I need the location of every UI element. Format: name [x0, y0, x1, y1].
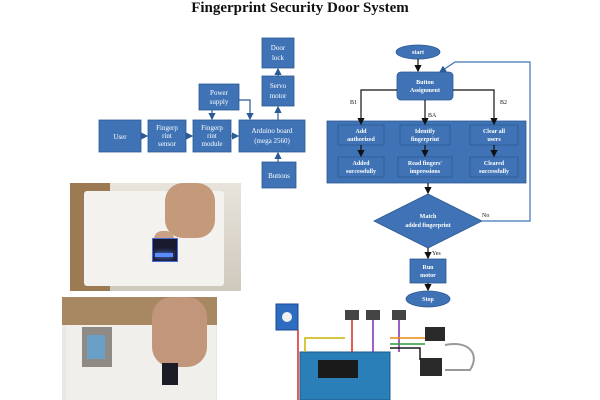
- power-label-2: supply: [210, 98, 229, 106]
- cleared-label-2: successfully: [479, 169, 509, 175]
- fingerprint-sensor-image: [420, 358, 442, 376]
- edge-power-arduino: [239, 99, 254, 121]
- buttons-label: Buttons: [268, 172, 290, 180]
- added-label-2: successfully: [346, 169, 376, 175]
- start-label: start: [412, 50, 424, 56]
- motor-node: [409, 258, 447, 284]
- b2-label: B2: [500, 100, 507, 106]
- assign-label-1: Button: [416, 80, 434, 86]
- motor-label-2: motor: [420, 273, 436, 279]
- match-label-1: Match: [420, 214, 437, 220]
- button-2: [366, 310, 380, 320]
- read-label-1: Read fingers': [408, 161, 442, 167]
- wiring-schematic: [275, 303, 475, 400]
- identify-label-2: fingerprint: [411, 137, 439, 143]
- button-3: [392, 310, 406, 320]
- edge-b1: [357, 89, 397, 126]
- sensor-label-1: Fingerp: [156, 124, 178, 132]
- edge-b2: [453, 89, 498, 126]
- b1-label: B1: [350, 100, 357, 106]
- button-1: [345, 310, 359, 320]
- added-label-1: Added: [352, 161, 370, 167]
- module-label-2: rint: [207, 132, 217, 140]
- wire-black: [390, 347, 421, 360]
- clear-label-1: Clear all: [483, 129, 505, 135]
- cleared-label-1: Cleared: [484, 161, 505, 167]
- read-label-2: impressions: [410, 169, 441, 175]
- page-title: Fingerprint Security Door System: [191, 0, 409, 16]
- prototype-photo-top: [70, 183, 241, 291]
- sensor-label-3: sensor: [158, 140, 177, 148]
- servo-label-1: Servo: [270, 82, 287, 90]
- prototype-photo-bottom: [62, 297, 217, 400]
- flowchart: start Button Assignment Add authorized I…: [326, 44, 531, 308]
- match-decision: [373, 193, 483, 249]
- sensor-box: [147, 119, 187, 153]
- stop-label: Stop: [422, 297, 434, 303]
- ba-label: BA: [428, 113, 437, 119]
- match-label-2: added fingerprint: [405, 223, 451, 229]
- door-label-1: Door: [271, 44, 286, 52]
- motor-label-1: Run: [422, 265, 434, 271]
- yes-label: Yes: [432, 251, 441, 257]
- arduino-box: [238, 119, 306, 153]
- buttons-box: [261, 161, 297, 189]
- no-label: No: [482, 213, 489, 219]
- servo-horn: [282, 312, 292, 322]
- arduino-label-2: (mega 2560): [254, 137, 290, 145]
- module-label-3: module: [202, 140, 223, 148]
- power-box: [198, 83, 240, 111]
- identify-label-1: Identify: [415, 129, 435, 135]
- add-auth-label-1: Add: [355, 129, 367, 135]
- arduino-label-1: Arduino board: [251, 127, 293, 135]
- arduino-chip: [318, 360, 358, 378]
- door-label-2: lock: [272, 54, 285, 62]
- sensor-cable: [444, 343, 475, 371]
- module-label-1: Fingerp: [201, 124, 223, 132]
- sensor-label-2: rint: [162, 132, 172, 140]
- user-label: User: [113, 133, 127, 141]
- block-diagram: User Fingerp rint sensor Fingerp rint mo…: [98, 37, 306, 189]
- servo-label-2: motor: [270, 92, 287, 100]
- edge-no-loop: [439, 61, 531, 222]
- assign-label-2: Assignment: [410, 88, 440, 94]
- servo-box: [261, 75, 295, 107]
- user-box: [98, 119, 142, 153]
- door-lock-box: [261, 37, 295, 69]
- clear-label-2: users: [487, 137, 501, 143]
- wire-yellow: [304, 337, 345, 352]
- add-auth-label-2: authorized: [347, 137, 375, 143]
- fingerprint-module-image: [425, 327, 445, 341]
- assignment-node: [396, 71, 454, 101]
- power-label-1: Power: [210, 89, 229, 97]
